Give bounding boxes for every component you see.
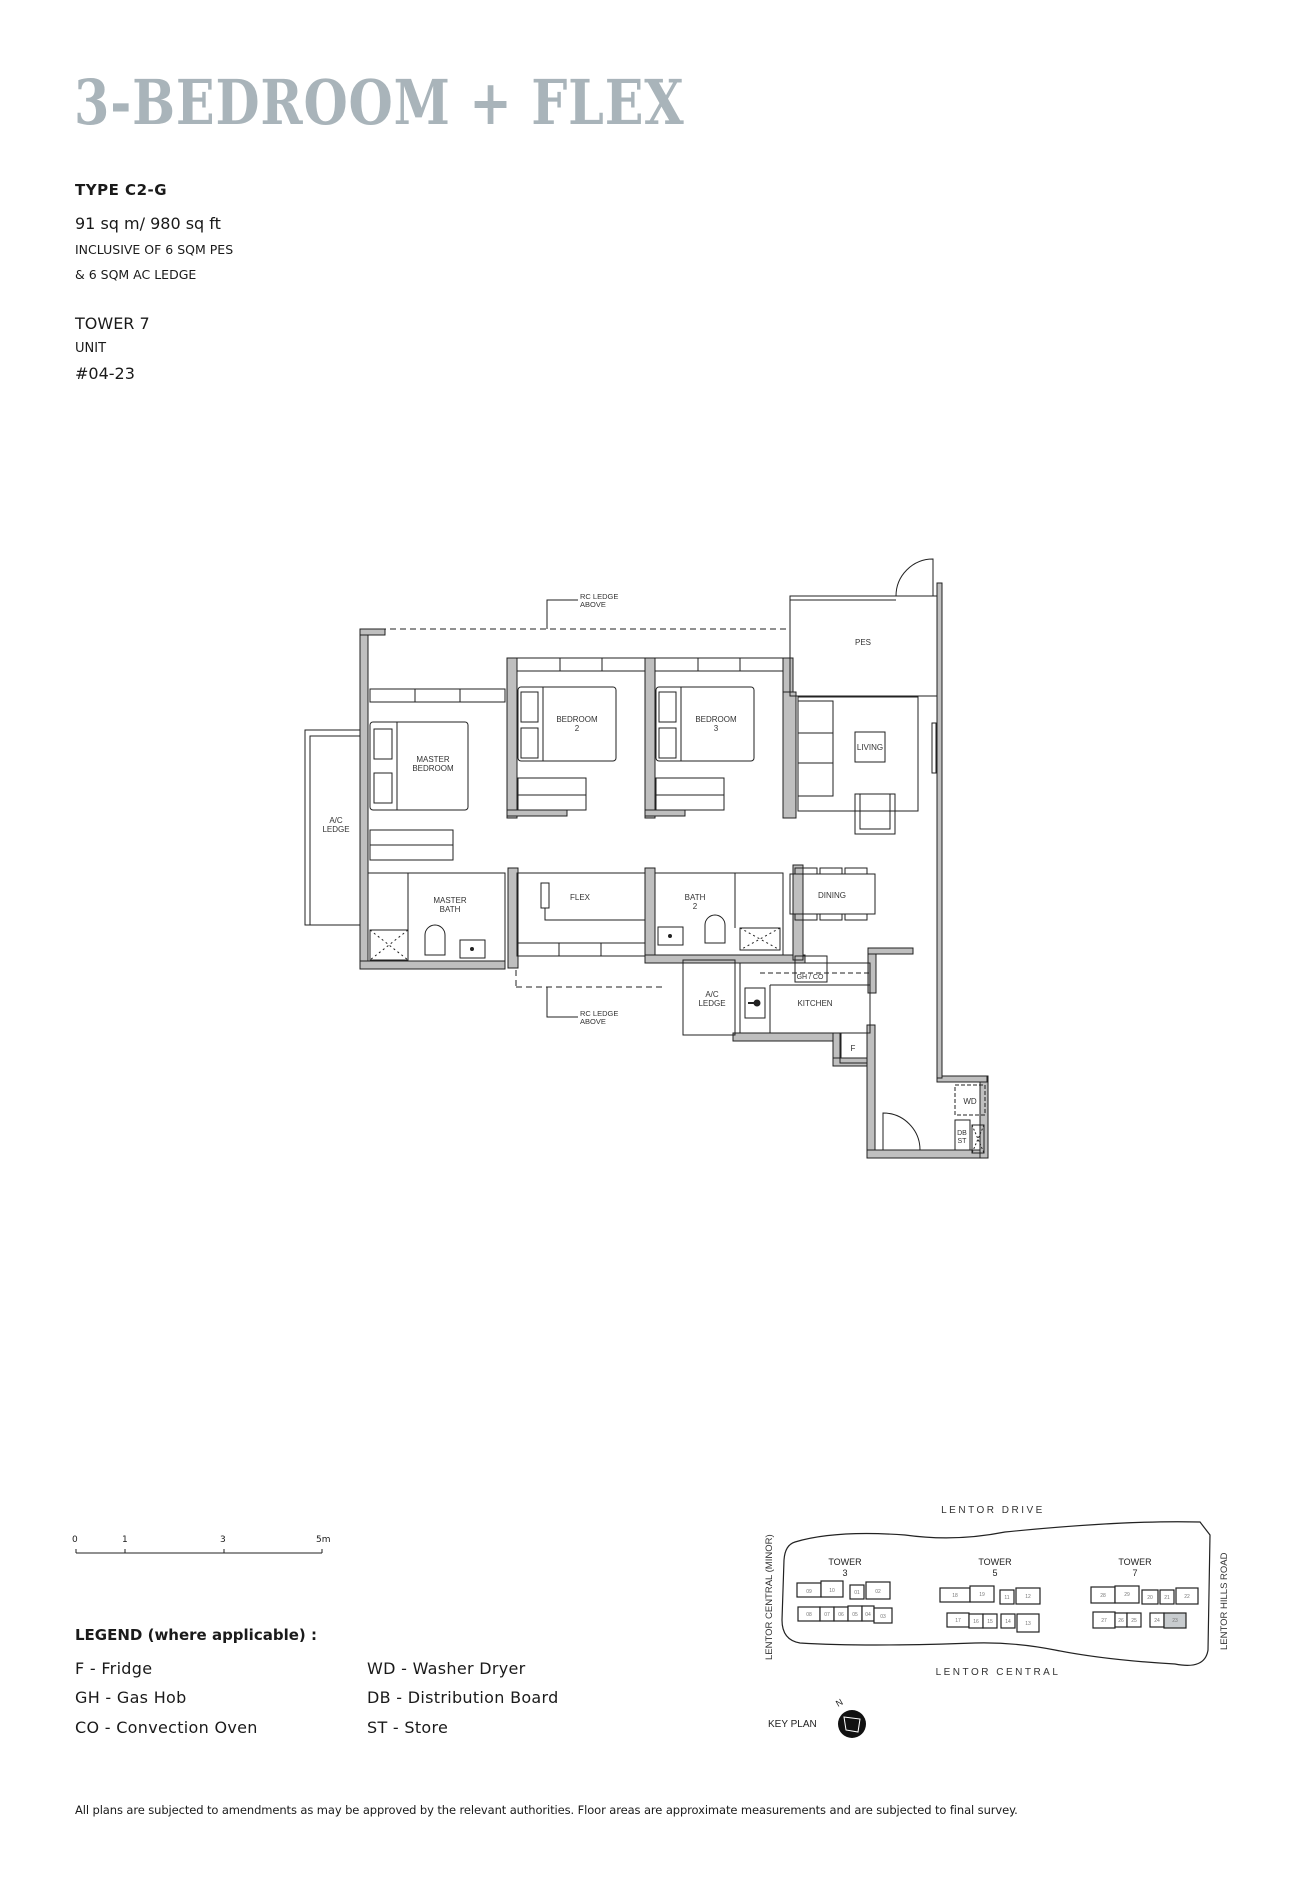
svg-text:22: 22	[1184, 1594, 1190, 1600]
road-lentor-hills-road: LENTOR HILLS ROAD	[1219, 1552, 1230, 1650]
unit-area: 91 sq m/ 980 sq ft	[75, 214, 221, 233]
svg-text:23: 23	[1172, 1618, 1178, 1624]
svg-text:20: 20	[1147, 1595, 1153, 1601]
room-label-bath-2: BATH	[685, 893, 706, 902]
scale-tick-3: 3	[220, 1535, 226, 1545]
svg-text:2: 2	[575, 724, 580, 733]
room-label-flex: FLEX	[570, 893, 591, 902]
room-label-kitchen: KITCHEN	[797, 999, 832, 1008]
svg-text:27: 27	[1101, 1618, 1107, 1624]
scale-tick-5: 5m	[316, 1535, 331, 1545]
svg-text:16: 16	[973, 1619, 979, 1625]
legend-item-store: ST - Store	[367, 1718, 449, 1737]
svg-text:28: 28	[1100, 1593, 1106, 1599]
fridge-label: F	[851, 1044, 856, 1053]
svg-text:7: 7	[1132, 1568, 1137, 1578]
svg-text:N: N	[834, 1697, 845, 1709]
svg-text:01: 01	[854, 1590, 860, 1596]
legend-item-distribution-board: DB - Distribution Board	[367, 1688, 559, 1707]
svg-text:03: 03	[880, 1614, 886, 1620]
svg-text:29: 29	[1124, 1592, 1130, 1598]
room-label-pes: PES	[855, 638, 871, 647]
svg-text:17: 17	[955, 1618, 961, 1624]
svg-text:06: 06	[838, 1612, 844, 1618]
wd-label: WD	[963, 1097, 977, 1106]
room-label-ac-ledge-kitchen: A/C	[705, 990, 719, 999]
road-lentor-drive: LENTOR DRIVE	[941, 1505, 1045, 1516]
svg-text:3: 3	[714, 724, 719, 733]
svg-text:15: 15	[987, 1619, 993, 1625]
floor-plan: A/C LEDGE PES LIVING MASTER BEDROOM BEDR…	[300, 550, 1000, 1184]
rc-ledge-bottom-label: RC LEDGE	[580, 1009, 618, 1018]
room-label-master-bedroom: MASTER	[416, 755, 450, 764]
tower-label: TOWER 7	[75, 314, 150, 333]
svg-text:21: 21	[1164, 1595, 1170, 1601]
svg-text:10: 10	[829, 1588, 835, 1594]
svg-text:05: 05	[852, 1612, 858, 1618]
svg-text:26: 26	[1118, 1618, 1124, 1624]
area-inclusion-line-1: INCLUSIVE OF 6 SQM PES	[75, 242, 234, 257]
svg-text:02: 02	[875, 1589, 881, 1595]
room-label-living: LIVING	[857, 743, 883, 752]
legend-item-convection-oven: CO - Convection Oven	[75, 1718, 258, 1737]
road-lentor-central: LENTOR CENTRAL	[936, 1667, 1061, 1678]
svg-text:3: 3	[842, 1568, 847, 1578]
road-lentor-central-minor: LENTOR CENTRAL (MINOR)	[764, 1534, 775, 1660]
st-label: ST	[958, 1138, 968, 1145]
highlighted-unit-23	[1163, 1612, 1187, 1629]
area-inclusion-line-2: & 6 SQM AC LEDGE	[75, 267, 197, 282]
svg-text:LEDGE: LEDGE	[322, 825, 349, 834]
svg-text:2: 2	[693, 902, 698, 911]
unit-label: UNIT	[75, 341, 107, 356]
svg-text:24: 24	[1154, 1618, 1160, 1624]
gh-co-label: GH / CO	[797, 974, 824, 981]
room-label-dining: DINING	[818, 891, 846, 900]
legend-item-gas-hob: GH - Gas Hob	[75, 1688, 187, 1707]
svg-text:08: 08	[806, 1612, 812, 1618]
tower-3-label: TOWER	[828, 1557, 862, 1567]
room-label-bedroom-2: BEDROOM	[556, 715, 598, 724]
room-label-bedroom-3: BEDROOM	[695, 715, 737, 724]
svg-text:18: 18	[952, 1593, 958, 1599]
room-label-ac-ledge: A/C	[329, 816, 343, 825]
page-title: 3-BEDROOM + FLEX	[74, 66, 685, 139]
svg-text:BEDROOM: BEDROOM	[412, 764, 454, 773]
legend-item-fridge: F - Fridge	[75, 1659, 153, 1678]
svg-text:25: 25	[1131, 1618, 1137, 1624]
rc-ledge-top-label: RC LEDGE	[580, 592, 618, 601]
unit-type: TYPE C2-G	[75, 181, 168, 199]
db-label: DB	[957, 1130, 967, 1137]
svg-text:07: 07	[824, 1612, 830, 1618]
svg-text:09: 09	[806, 1589, 812, 1595]
tower-7-label: TOWER	[1118, 1557, 1152, 1567]
key-plan-label: KEY PLAN	[768, 1719, 817, 1730]
unit-number: #04-23	[75, 364, 135, 383]
tower-5-label: TOWER	[978, 1557, 1012, 1567]
key-plan: LENTOR DRIVE LENTOR CENTRAL LENTOR CENTR…	[745, 1490, 1245, 1754]
scale-tick-1: 1	[122, 1535, 128, 1545]
disclaimer: All plans are subjected to amendments as…	[75, 1803, 1018, 1817]
legend-item-washer-dryer: WD - Washer Dryer	[367, 1659, 526, 1678]
svg-text:14: 14	[1005, 1619, 1011, 1625]
scale-bar: 0 1 3 5m	[70, 1535, 340, 1565]
svg-text:ABOVE: ABOVE	[580, 1017, 606, 1026]
room-label-master-bath: MASTER	[433, 896, 467, 905]
svg-text:11: 11	[1004, 1595, 1009, 1601]
svg-text:5: 5	[992, 1568, 997, 1578]
svg-text:19: 19	[979, 1592, 985, 1598]
svg-text:04: 04	[865, 1612, 871, 1618]
svg-text:13: 13	[1025, 1621, 1031, 1627]
svg-text:12: 12	[1025, 1594, 1031, 1600]
svg-text:LEDGE: LEDGE	[698, 999, 725, 1008]
svg-text:ABOVE: ABOVE	[580, 600, 606, 609]
scale-tick-0: 0	[72, 1535, 78, 1545]
svg-text:BATH: BATH	[440, 905, 461, 914]
north-compass-icon: N	[834, 1697, 866, 1738]
legend-title: LEGEND (where applicable) :	[75, 1626, 317, 1644]
